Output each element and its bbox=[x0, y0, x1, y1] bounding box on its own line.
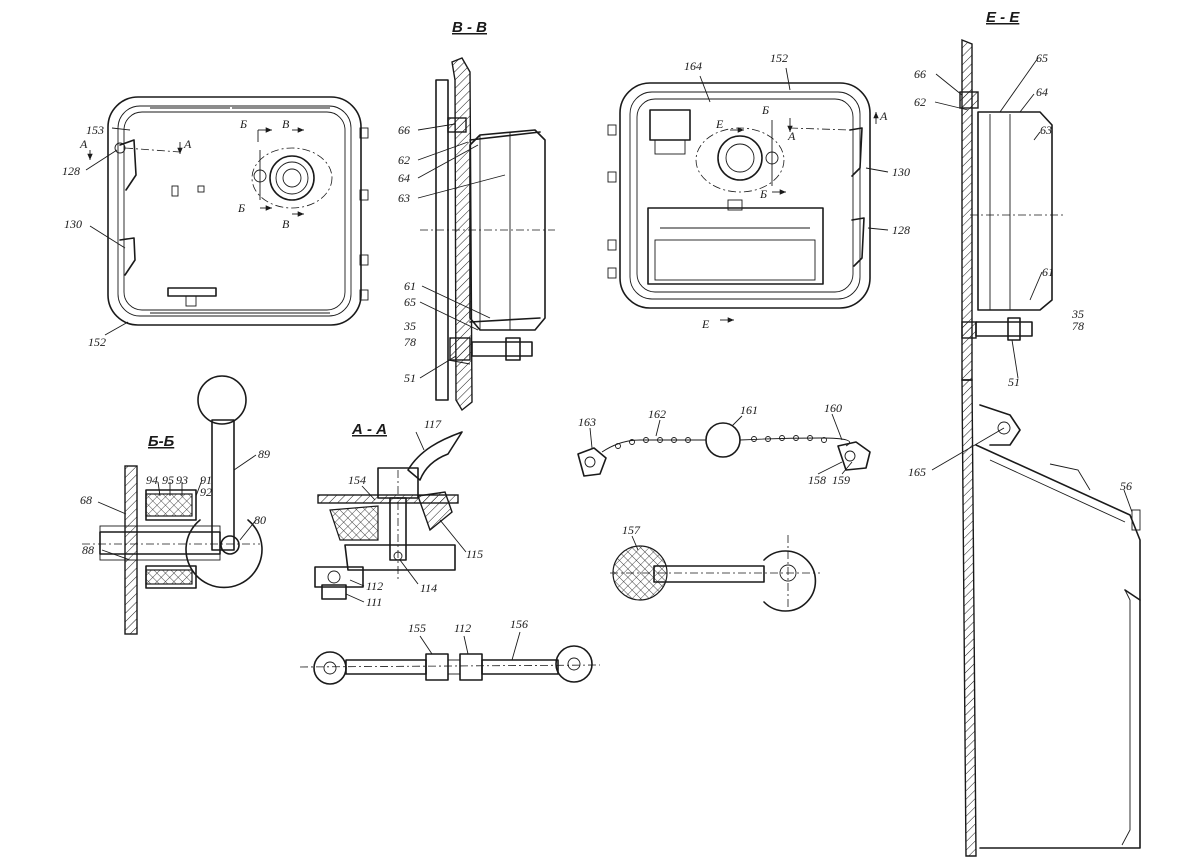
callout-157: 157 bbox=[622, 523, 641, 537]
callout-154: 154 bbox=[348, 473, 366, 487]
callout-164: 164 bbox=[684, 59, 702, 73]
callout-65b: 65 bbox=[1036, 51, 1048, 65]
callout-66b: 66 bbox=[914, 67, 926, 81]
callout-128: 128 bbox=[62, 164, 80, 178]
section-mark-b-bottom-2: Б bbox=[759, 187, 767, 201]
callout-35: 35 bbox=[403, 319, 416, 333]
callout-111: 111 bbox=[366, 595, 382, 609]
section-title-vv: В - В bbox=[452, 19, 487, 36]
callout-78b: 78 bbox=[1072, 319, 1084, 333]
callout-130b: 130 bbox=[892, 165, 910, 179]
callout-112: 112 bbox=[366, 579, 383, 593]
callout-89: 89 bbox=[258, 447, 270, 461]
door-rear-view-labels: 164 152 Е Б А 130 128 Б А Е bbox=[684, 51, 910, 331]
section-aa: А - А bbox=[314, 421, 467, 603]
callout-160: 160 bbox=[824, 401, 842, 415]
callout-63b: 63 bbox=[1040, 123, 1052, 137]
section-title-aa: А - А bbox=[351, 421, 387, 438]
callout-156: 156 bbox=[510, 617, 528, 631]
section-ee: Е - Е bbox=[931, 9, 1141, 857]
tie-rod-labels: 155 112 156 bbox=[408, 617, 528, 635]
section-aa-labels: 117 154 115 114 112 111 bbox=[348, 417, 483, 609]
section-bb: Б-Б bbox=[82, 375, 263, 635]
callout-153: 153 bbox=[86, 123, 104, 137]
door-front-view-labels: 153 128 130 152 А А Б В Б В bbox=[62, 117, 290, 349]
section-vv-labels: 66 62 64 63 61 65 35 78 51 bbox=[398, 123, 416, 385]
callout-158: 158 bbox=[808, 473, 826, 487]
callout-68: 68 bbox=[80, 493, 92, 507]
callout-62: 62 bbox=[398, 153, 410, 167]
callout-78: 78 bbox=[404, 335, 416, 349]
callout-64b: 64 bbox=[1036, 85, 1048, 99]
callout-159: 159 bbox=[832, 473, 850, 487]
section-mark-e-top: Е bbox=[715, 117, 724, 131]
tie-rod-part bbox=[299, 631, 601, 685]
section-mark-a-2: А bbox=[787, 129, 796, 143]
section-mark-a-left: А bbox=[79, 137, 88, 151]
callout-94: 94 bbox=[146, 473, 158, 487]
callout-35b: 35 bbox=[1071, 307, 1084, 321]
callout-128b: 128 bbox=[892, 223, 910, 237]
callout-115: 115 bbox=[466, 547, 483, 561]
callout-51: 51 bbox=[404, 371, 416, 385]
callout-61b: 61 bbox=[1042, 265, 1054, 279]
chain-assembly-labels: 163 162 161 160 158 159 bbox=[578, 401, 850, 487]
door-front-view bbox=[85, 96, 369, 336]
callout-92: 92 bbox=[200, 485, 212, 499]
section-title-bb: Б-Б bbox=[148, 433, 175, 450]
callout-88: 88 bbox=[82, 543, 94, 557]
section-ee-labels: 66 62 65 64 63 61 35 78 51 165 56 bbox=[908, 51, 1132, 493]
callout-51b: 51 bbox=[1008, 375, 1020, 389]
callout-62b: 62 bbox=[914, 95, 926, 109]
callout-61: 61 bbox=[404, 279, 416, 293]
section-title-ee: Е - Е bbox=[986, 9, 1020, 26]
section-vv: В - В bbox=[417, 19, 555, 412]
callout-91: 91 bbox=[200, 473, 212, 487]
door-rear-view bbox=[607, 67, 889, 323]
callout-93: 93 bbox=[176, 473, 188, 487]
section-mark-b-bottom: Б bbox=[237, 201, 245, 215]
callout-66: 66 bbox=[398, 123, 410, 137]
callout-63: 63 bbox=[398, 191, 410, 205]
section-mark-e-bottom: Е bbox=[701, 317, 710, 331]
callout-117: 117 bbox=[424, 417, 442, 431]
callout-64: 64 bbox=[398, 171, 410, 185]
callout-80: 80 bbox=[254, 513, 266, 527]
chain-assembly bbox=[577, 413, 871, 477]
callout-161: 161 bbox=[740, 403, 758, 417]
section-mark-a-right: А bbox=[183, 137, 192, 151]
callout-162: 162 bbox=[648, 407, 666, 421]
section-bb-labels: 68 94 95 93 91 92 89 80 88 bbox=[80, 447, 270, 557]
handle-part bbox=[610, 535, 820, 612]
callout-95: 95 bbox=[162, 473, 174, 487]
section-mark-b-top: Б bbox=[239, 117, 247, 131]
callout-165: 165 bbox=[908, 465, 926, 479]
callout-163: 163 bbox=[578, 415, 596, 429]
callout-114: 114 bbox=[420, 581, 437, 595]
callout-56: 56 bbox=[1120, 479, 1132, 493]
callout-152b: 152 bbox=[770, 51, 788, 65]
section-mark-a-2b: А bbox=[879, 109, 888, 123]
callout-112b: 112 bbox=[454, 621, 471, 635]
section-mark-v-top: В bbox=[282, 117, 290, 131]
callout-155: 155 bbox=[408, 621, 426, 635]
callout-130: 130 bbox=[64, 217, 82, 231]
callout-152: 152 bbox=[88, 335, 106, 349]
callout-65: 65 bbox=[404, 295, 416, 309]
section-mark-b-top-2: Б bbox=[761, 103, 769, 117]
section-mark-v-bottom: В bbox=[282, 217, 290, 231]
